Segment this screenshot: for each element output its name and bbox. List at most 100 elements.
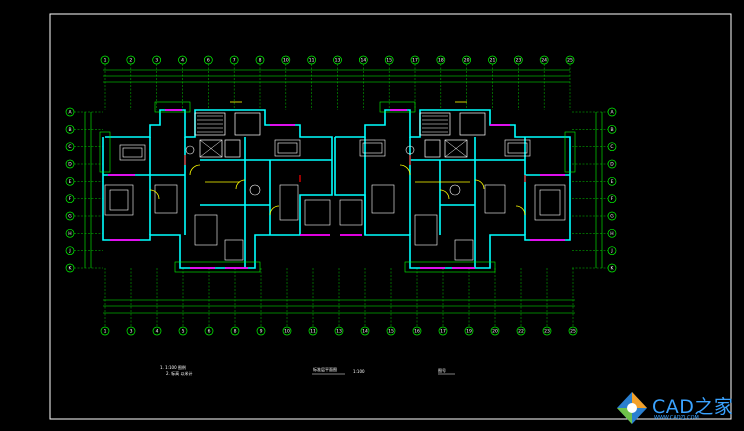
bottom-axis-bubble-label: 5 — [182, 329, 185, 335]
right-axis-bubble-label: F — [611, 196, 614, 202]
left-axis-bubble-label: C — [68, 144, 71, 150]
left-axis-bubble-label: K — [69, 266, 73, 272]
right-axis-bubble-label: D — [610, 162, 614, 168]
right-axis-bubble-label: J — [610, 248, 612, 254]
plan-title: 标准层平面图 — [313, 367, 337, 372]
legend-note-line1: 1. 1:100 图例 — [160, 365, 186, 370]
door-symbols — [149, 101, 526, 216]
furniture-symbols — [104, 139, 566, 261]
top-axis-bubble: 7 — [229, 55, 239, 65]
right-axis-bubble-label: K — [611, 266, 615, 272]
bottom-axis-bubble-label: 17 — [440, 329, 446, 335]
top-axis-bubble-label: 17 — [412, 58, 418, 64]
right-axis-bubble-label: A — [610, 110, 614, 116]
right-axis-bubble: B — [607, 124, 617, 134]
bottom-axis-bubble-label: 3 — [130, 329, 133, 335]
top-axis-bubble-label: 21 — [490, 58, 496, 64]
top-axis-bubble: 14 — [358, 55, 368, 65]
top-axis-bubble: 1 — [100, 55, 110, 65]
top-axis-bubble-label: 14 — [360, 58, 366, 64]
bottom-axis-bubble-label: 8 — [234, 329, 237, 335]
legend-note-line2: 2. 标高 以米计 — [166, 371, 193, 376]
top-axis-bubble: 25 — [565, 55, 575, 65]
top-axis-bubble-label: 8 — [259, 58, 262, 64]
bottom-axis-bubble-label: 22 — [518, 329, 524, 335]
floor-plan-right-unit — [334, 109, 571, 269]
bottom-axis-bubble: 11 — [308, 326, 318, 336]
left-axis-bubble: G — [65, 211, 75, 221]
left-axis-bubble-label: J — [68, 248, 70, 254]
plan-scale: 1:100 — [353, 369, 365, 374]
bottom-axis-bubble: 22 — [516, 326, 526, 336]
bottom-axis-bubble: 10 — [282, 326, 292, 336]
axis-grid-lines — [74, 64, 608, 327]
bottom-axis-bubble: 14 — [360, 326, 370, 336]
top-axis-bubble: 20 — [462, 55, 472, 65]
bottom-axis-bubble-label: 16 — [414, 329, 420, 335]
left-axis-bubble: E — [65, 176, 75, 186]
bottom-axis-bubble-label: 11 — [310, 329, 316, 335]
bottom-axis-bubble: 25 — [568, 326, 578, 336]
cad-logo-icon — [617, 392, 647, 424]
bottom-axis-bubble: 23 — [542, 326, 552, 336]
bottom-axis-bubble: 5 — [178, 326, 188, 336]
left-axis-bubble-label: H — [68, 231, 71, 237]
top-axis-bubble-label: 4 — [181, 58, 184, 64]
bottom-axis-bubble: 4 — [152, 326, 162, 336]
bottom-axis-bubble-label: 1 — [104, 329, 107, 335]
watermark-brand: CAD之家 — [652, 396, 734, 418]
right-axis-bubble-label: E — [611, 179, 614, 185]
left-axis-bubble-label: G — [68, 214, 72, 220]
bottom-axis-bubble: 9 — [256, 326, 266, 336]
bottom-axis-bubble-label: 19 — [466, 329, 472, 335]
balcony-outlines — [99, 101, 576, 273]
top-axis-bubble: 2 — [126, 55, 136, 65]
bottom-axis-bubble-label: 6 — [208, 329, 211, 335]
floor-plan-left-unit — [102, 109, 333, 269]
right-axis-bubble-label: G — [610, 214, 614, 220]
top-axis-bubble: 8 — [255, 55, 265, 65]
bottom-axis-bubble-label: 9 — [260, 329, 263, 335]
right-axis-bubble: F — [607, 194, 617, 204]
drawing-stamp: 图号 — [438, 368, 446, 373]
top-axis-bubble-label: 7 — [233, 58, 236, 64]
bottom-axis-bubble-label: 10 — [284, 329, 290, 335]
top-axis-bubble-label: 1 — [104, 58, 107, 64]
top-axis-bubble-label: 6 — [207, 58, 210, 64]
bottom-axis-bubble: 16 — [412, 326, 422, 336]
right-axis-bubble: K — [607, 263, 617, 273]
right-axis-bubble: E — [607, 176, 617, 186]
top-axis-bubble: 23 — [513, 55, 523, 65]
top-axis-bubble: 4 — [178, 55, 187, 65]
bottom-axis-bubble: 13 — [334, 326, 344, 336]
left-axis-bubble: H — [65, 228, 75, 238]
top-axis-bubble: 21 — [488, 55, 497, 65]
cad-watermark: CAD之家 WWW.CADZJ.COM — [614, 388, 742, 426]
left-axis-bubble: B — [65, 124, 75, 134]
drawing-frame — [49, 13, 732, 420]
left-axis-bubble: K — [65, 263, 75, 273]
top-axis-bubble: 3 — [152, 55, 162, 65]
bottom-axis-bubble: 20 — [490, 326, 500, 336]
bottom-axis-bubble: 6 — [204, 326, 214, 336]
top-axis-bubble-label: 18 — [438, 58, 444, 64]
bottom-axis-bubble-label: 13 — [336, 329, 342, 335]
bottom-axis-bubble: 17 — [438, 326, 448, 336]
top-axis-bubble: 17 — [410, 55, 420, 65]
dimension-lines — [84, 69, 603, 314]
left-axis-bubble-label: B — [68, 127, 71, 133]
bottom-axis-bubble: 1 — [100, 326, 110, 336]
top-axis-bubble-label: 3 — [155, 58, 158, 64]
bottom-axis-bubble: 15 — [386, 326, 396, 336]
top-axis-bubble-label: 15 — [386, 58, 392, 64]
left-axis-bubble: D — [65, 159, 75, 169]
bottom-axis-bubble: 3 — [126, 326, 136, 336]
right-axis-bubble: G — [607, 211, 617, 221]
watermark-url: WWW.CADZJ.COM — [654, 415, 699, 421]
bottom-axis-bubble: 19 — [464, 326, 474, 336]
left-axis-bubble-label: A — [68, 110, 72, 116]
right-axis-bubble: A — [607, 107, 617, 117]
top-axis-bubble-label: 24 — [541, 58, 547, 64]
